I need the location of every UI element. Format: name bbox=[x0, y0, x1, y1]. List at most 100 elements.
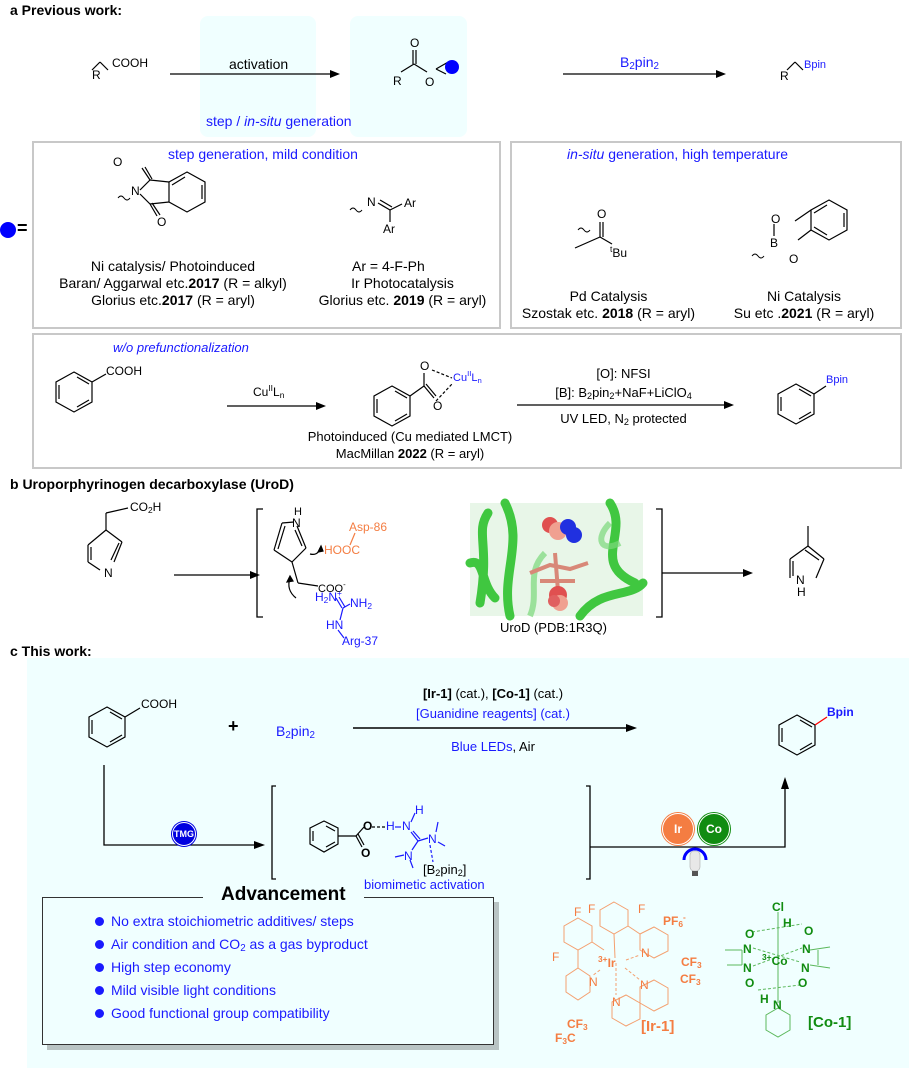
bracket-left bbox=[256, 508, 663, 618]
product-structure bbox=[786, 61, 804, 71]
intermediate-structure bbox=[350, 16, 467, 137]
imine-caption-line1: Ir Photocatalysis bbox=[351, 275, 454, 291]
blue-dot-icon bbox=[0, 222, 16, 238]
urod-protein-structure-image bbox=[465, 498, 648, 621]
complex-o1: O bbox=[363, 819, 373, 833]
equals-sign: = bbox=[17, 218, 28, 238]
caption-pre: step / bbox=[206, 113, 245, 129]
complex-caption: biomimetic activation bbox=[364, 877, 485, 892]
complex-h-top: H bbox=[415, 803, 424, 817]
ir-1-f3c: F3C bbox=[555, 1031, 576, 1046]
ir-1-cf3-1: CF3 bbox=[681, 955, 702, 970]
ir-1-f2: F bbox=[588, 902, 596, 916]
phthalimide-structure bbox=[117, 166, 206, 217]
nhpi-caption-line3: Glorius etc.2017 (R = aryl) bbox=[91, 292, 255, 308]
arrow-b2pin2-label: B2pin2 bbox=[620, 54, 659, 72]
section-b-header: b Uroporphyrinogen decarboxylase (UroD) bbox=[10, 476, 294, 492]
co-1-o1: O bbox=[745, 927, 755, 941]
bond bbox=[91, 61, 101, 71]
intermediate-caption: step / in-situ generation bbox=[206, 113, 352, 129]
imine-caption-line2: Glorius etc. 2019 (R = aryl) bbox=[318, 292, 487, 308]
plus-sign: + bbox=[228, 716, 239, 736]
condition-boron: [B]: B2pin2+NaF+LiClO4 bbox=[555, 385, 692, 401]
substrate-n: N bbox=[104, 566, 113, 580]
nhpi-caption-line1: Ni catalysis/ Photoinduced bbox=[90, 258, 256, 274]
box-bottom-title: w/o prefunctionalization bbox=[113, 340, 249, 355]
arrow-cu bbox=[227, 402, 326, 410]
box-in-situ-generation bbox=[510, 141, 902, 329]
catecholborane-b: B bbox=[770, 236, 779, 250]
complex-n1: N bbox=[402, 819, 411, 833]
intermediate-r: R bbox=[393, 74, 402, 88]
intermediate-o-top: O bbox=[410, 36, 420, 50]
ir-1-cf3-3: CF3 bbox=[567, 1017, 588, 1032]
phthalimide-o1: O bbox=[113, 155, 123, 169]
product-c-bpin: Bpin bbox=[827, 705, 854, 719]
phenyl-bpin-label: Bpin bbox=[826, 374, 849, 386]
bond bbox=[99, 61, 109, 71]
reactant-cooh: COOH bbox=[112, 56, 148, 70]
ir-1-pf6: PF6- bbox=[663, 912, 686, 929]
asp-bond bbox=[349, 532, 356, 546]
tmg-badge: TMG bbox=[172, 822, 196, 846]
co-1-o4: O bbox=[798, 976, 808, 990]
ir-1-f4: F bbox=[552, 950, 560, 964]
nhpi-caption-line2: Baran/ Aggarwal etc.2017 (R = alkyl) bbox=[59, 275, 287, 291]
advancement-item: High step economy bbox=[95, 956, 368, 979]
protein-caption: UroD (PDB:1R3Q) bbox=[500, 620, 607, 635]
macmillan-caption-line1: Photoinduced (Cu mediated LMCT) bbox=[307, 429, 513, 444]
intermediate-panel-bg bbox=[200, 16, 316, 137]
benzoic-acid-structure bbox=[55, 371, 107, 413]
complex-n2: N bbox=[428, 832, 437, 846]
substrate-co2h: CO2H bbox=[130, 500, 162, 515]
caption-post: generation bbox=[281, 113, 352, 129]
co-1-n3: N bbox=[743, 961, 752, 975]
pd-caption-line1: Pd Catalysis bbox=[569, 288, 648, 304]
complex-b2pin2: [B2pin2] bbox=[423, 862, 467, 878]
catecholborane-structure bbox=[751, 199, 848, 259]
macmillan-conditions: [O]: NFSI [B]: B2pin2+NaF+LiClO4 UV LED,… bbox=[517, 364, 730, 432]
co-1-n2: N bbox=[802, 942, 811, 956]
co-1-o2: O bbox=[804, 924, 814, 938]
arrow-cu-label: CuIILn bbox=[253, 383, 285, 400]
bond bbox=[413, 63, 428, 73]
co-1-n-pyridine: N bbox=[773, 998, 782, 1012]
condition-light: UV LED, N2 protected bbox=[560, 411, 687, 427]
imine-ar-definition: Ar = 4-F-Ph bbox=[352, 258, 425, 274]
arrow-activation-label: activation bbox=[229, 56, 289, 72]
advancement-title: Advancement bbox=[203, 884, 364, 906]
catecholborane-o2: O bbox=[789, 252, 799, 266]
caption-italic: in-situ bbox=[244, 113, 282, 129]
asp-86-label: Asp-86 bbox=[349, 520, 388, 534]
imine-ar1: Ar bbox=[404, 196, 416, 210]
co-badge: Co bbox=[698, 813, 730, 845]
ni-caption: Ni Catalysis Su etc .2021 (R = aryl) bbox=[706, 288, 902, 322]
ir-1-n4: N bbox=[612, 995, 621, 1009]
ir-1-metal: 3+Ir bbox=[598, 954, 616, 970]
ir-1-label: [Ir-1] bbox=[641, 1018, 675, 1035]
ir-1-n3: N bbox=[640, 978, 649, 992]
ir-1-n2: N bbox=[589, 975, 598, 989]
arg-nh2: NH2 bbox=[350, 596, 373, 611]
bond bbox=[794, 61, 804, 71]
pyrrole-intermediate-structure bbox=[273, 521, 324, 599]
imine-n: N bbox=[367, 195, 376, 209]
box-prefunctionalization-free bbox=[32, 333, 902, 469]
product-r: R bbox=[780, 69, 789, 83]
co-1-h-top: H bbox=[783, 916, 792, 930]
intermediate-nh-n: N bbox=[292, 516, 301, 530]
macmillan-caption-line2: MacMillan 2022 (R = aryl) bbox=[335, 446, 485, 461]
ir-1-cf3-2: CF3 bbox=[680, 972, 701, 987]
arrow-urod-out bbox=[662, 569, 753, 577]
pivaloyl-tbu: tBu bbox=[610, 244, 628, 260]
bond bbox=[786, 61, 796, 71]
bond bbox=[435, 68, 447, 75]
arrow-activation bbox=[170, 70, 340, 78]
condition-oxidant: [O]: NFSI bbox=[596, 366, 651, 381]
ir-1-n1: N bbox=[641, 946, 650, 960]
bond bbox=[400, 63, 415, 73]
